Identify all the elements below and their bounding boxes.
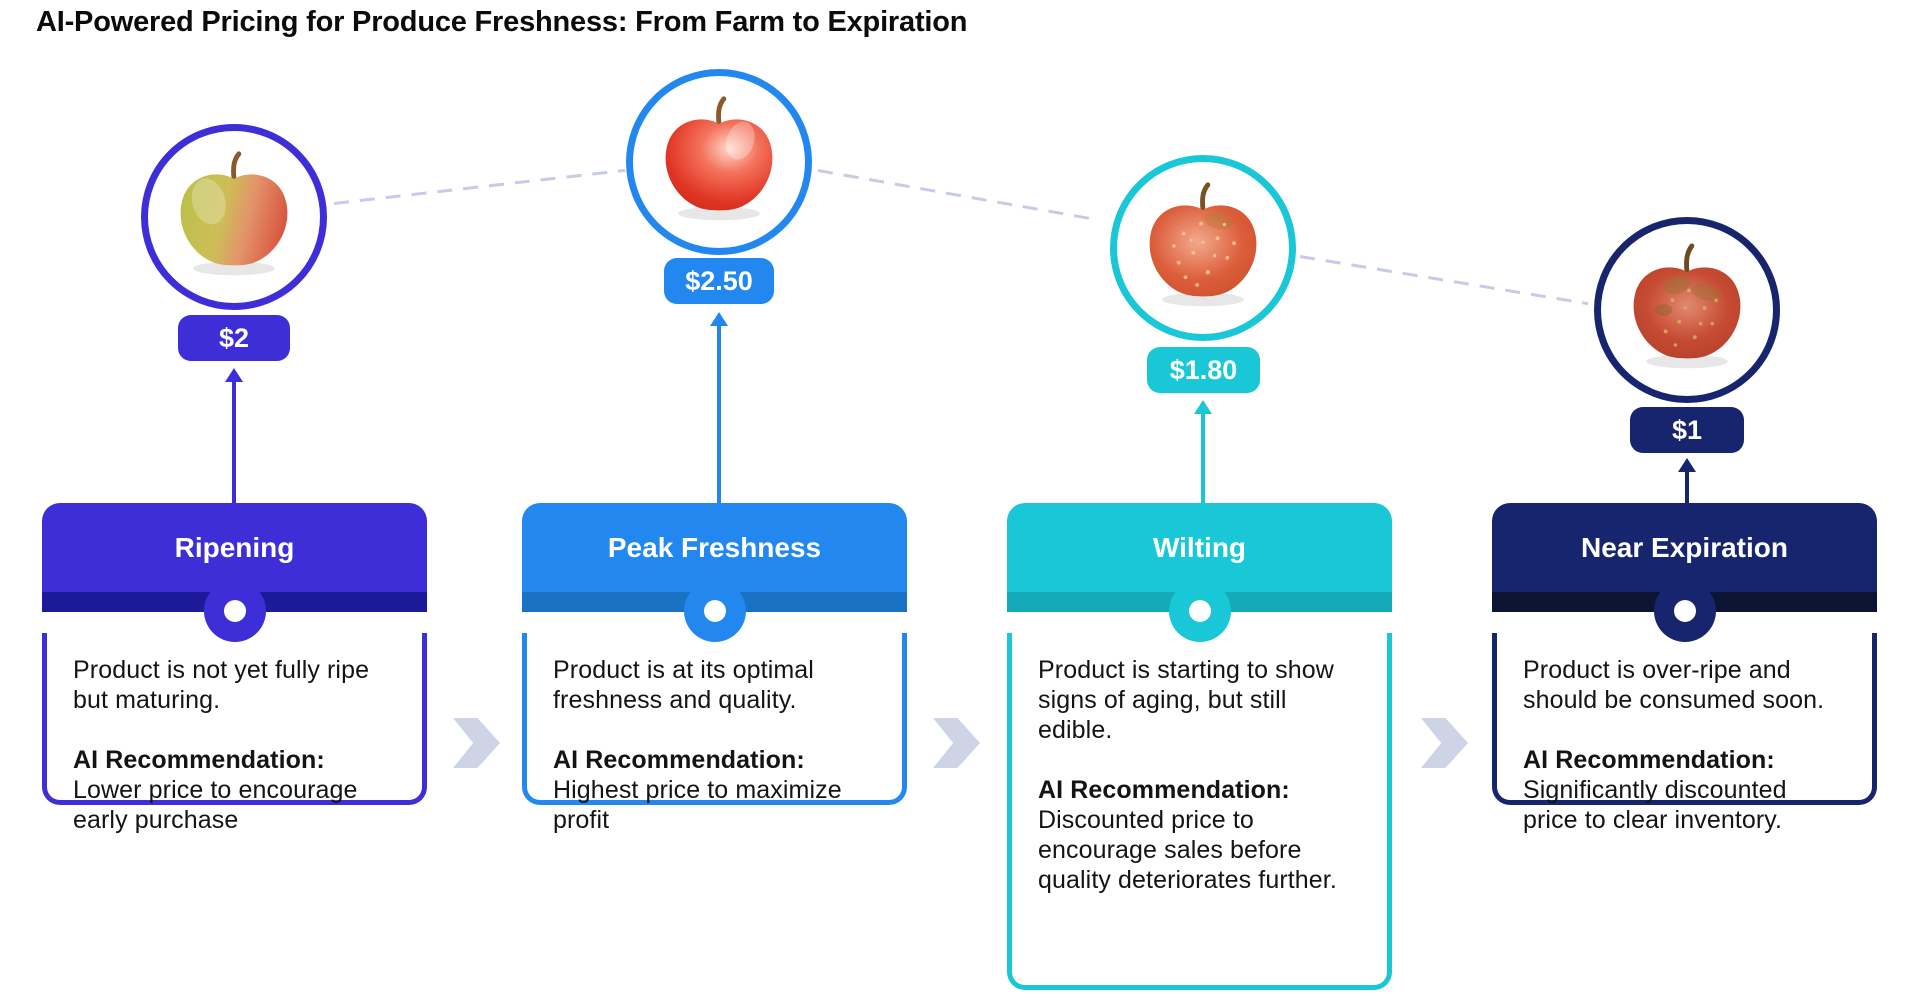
stage-header-wilting: Wilting (1007, 503, 1392, 592)
up-arrow-wilting (1194, 400, 1212, 414)
stage-header-ripening: Ripening (42, 503, 427, 592)
ai-recommendation: AI Recommendation:Discounted price to en… (1038, 776, 1337, 894)
up-arrow-near-expiration (1678, 458, 1696, 472)
apple-near-expiration-image (1633, 243, 1741, 369)
stage-body-wilting: Product is starting to show signs of agi… (1007, 633, 1392, 990)
stage-description: Product is starting to show signs of agi… (1038, 656, 1334, 744)
stage-header-near-expiration: Near Expiration (1492, 503, 1877, 592)
timeline-node-dot (223, 600, 246, 622)
ai-recommendation: AI Recommendation:Lower price to encoura… (73, 746, 358, 834)
up-arrow-ripening (225, 368, 243, 382)
ai-recommendation: AI Recommendation:Highest price to maxim… (553, 746, 842, 834)
stage-circle-wilting (1110, 155, 1296, 341)
timeline-node (203, 580, 266, 642)
chevron-right-icon (453, 718, 500, 768)
apple-ripening-image (180, 151, 288, 276)
price-tag-peak-freshness: $2.50 (664, 258, 774, 304)
price-tag-wilting: $1.80 (1147, 347, 1260, 393)
up-arrow-line (1685, 470, 1689, 503)
stage-description: Product is at its optimal freshness and … (553, 656, 814, 714)
price-tag-near-expiration: $1 (1630, 407, 1744, 453)
up-arrow-line (232, 380, 236, 503)
stage-body-ripening: Product is not yet fully ripe but maturi… (42, 633, 427, 834)
apple-peak-freshness-image (665, 96, 773, 221)
chevron-right-icon (933, 718, 980, 768)
stage-body-near-expiration: Product is over-ripe and should be consu… (1492, 633, 1877, 834)
apple-wilting-image (1149, 182, 1257, 307)
stage-circle-ripening (141, 124, 327, 310)
stage-header-peak-freshness: Peak Freshness (522, 503, 907, 592)
stage-card-wilting: Wilting Product is starting to show sign… (1007, 503, 1392, 990)
stage-card-peak-freshness: Peak Freshness Product is at its optimal… (522, 503, 907, 834)
dashed-connector (817, 169, 1098, 222)
stage-card-near-expiration: Near Expiration Product is over-ripe and… (1492, 503, 1877, 834)
up-arrow-peak-freshness (710, 312, 728, 326)
price-tag-ripening: $2 (178, 315, 290, 361)
timeline-node (1653, 580, 1716, 642)
stage-circle-peak-freshness (626, 69, 812, 255)
timeline-node-dot (703, 600, 726, 622)
dashed-connector (1299, 255, 1589, 306)
stage-description: Product is over-ripe and should be consu… (1523, 656, 1825, 714)
timeline-node (1168, 580, 1231, 642)
stage-description: Product is not yet fully ripe but maturi… (73, 656, 370, 714)
page-title: AI-Powered Pricing for Produce Freshness… (36, 6, 968, 38)
dashed-connector (333, 168, 626, 205)
timeline-node (683, 580, 746, 642)
stage-circle-near-expiration (1594, 217, 1780, 403)
stage-body-peak-freshness: Product is at its optimal freshness and … (522, 633, 907, 834)
stage-card-ripening: Ripening Product is not yet fully ripe b… (42, 503, 427, 834)
timeline-node-dot (1188, 600, 1211, 622)
up-arrow-line (717, 324, 721, 503)
ai-recommendation: AI Recommendation:Significantly discount… (1523, 746, 1787, 834)
up-arrow-line (1201, 412, 1205, 503)
timeline-node-dot (1673, 600, 1696, 622)
chevron-right-icon (1421, 718, 1468, 768)
